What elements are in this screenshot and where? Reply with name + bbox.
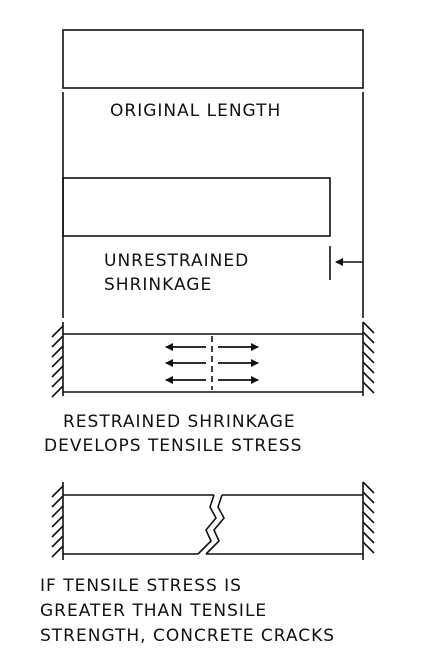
cracked-label-line-1: IF TENSILE STRESS IS xyxy=(40,576,242,596)
cracked-label-line-3: STRENGTH, CONCRETE CRACKS xyxy=(40,626,335,646)
crack-left-face xyxy=(197,494,217,555)
restrained-label-line-2: DEVELOPS TENSILE STRESS xyxy=(44,436,302,456)
left-fixed-support xyxy=(51,322,64,398)
cracked-label-line-2: GREATER THAN TENSILE xyxy=(40,601,267,621)
unrestrained-label-line-1: UNRESTRAINED xyxy=(104,251,249,271)
left-fixed-support-2 xyxy=(51,482,64,560)
original-length-panel: ORIGINAL LENGTH xyxy=(62,29,364,318)
unrestrained-label-line-2: SHRINKAGE xyxy=(104,275,212,295)
unrestrained-panel: UNRESTRAINED SHRINKAGE xyxy=(62,177,363,295)
restrained-label-line-1: RESTRAINED SHRINKAGE xyxy=(63,412,296,432)
right-fixed-support xyxy=(362,321,375,396)
cracked-panel: IF TENSILE STRESS IS GREATER THAN TENSIL… xyxy=(40,481,375,646)
original-bar xyxy=(62,29,364,89)
crack-right-face xyxy=(205,494,225,555)
shrunk-bar xyxy=(62,177,331,237)
tensile-stress-arrows xyxy=(165,343,259,384)
restrained-panel: RESTRAINED SHRINKAGE DEVELOPS TENSILE ST… xyxy=(44,321,375,456)
original-length-label: ORIGINAL LENGTH xyxy=(110,101,281,121)
right-fixed-support-2 xyxy=(362,481,375,560)
